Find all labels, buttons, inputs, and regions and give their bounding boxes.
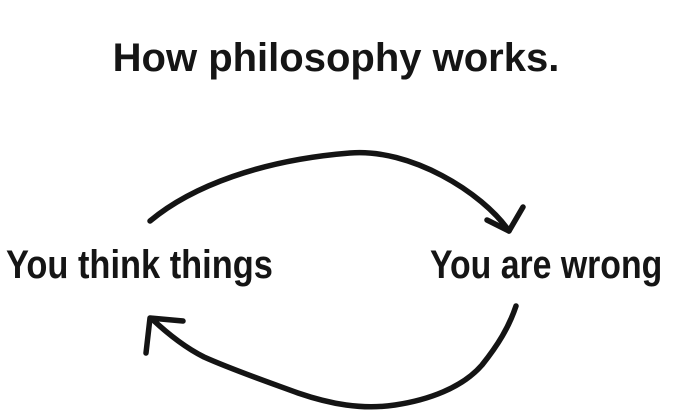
node-think-label: You think things xyxy=(6,243,273,287)
arrow-strokes xyxy=(143,149,526,410)
arrow-wrong-to-think-head xyxy=(143,315,186,356)
arrow-wrong-to-think xyxy=(149,303,519,410)
node-think: You think things xyxy=(6,245,316,285)
arrow-think-to-wrong-head xyxy=(484,204,526,234)
node-wrong: You are wrong xyxy=(430,245,680,285)
page-title: How philosophy works. xyxy=(112,36,560,80)
arrow-think-to-wrong xyxy=(147,149,512,234)
node-wrong-label: You are wrong xyxy=(430,243,663,287)
